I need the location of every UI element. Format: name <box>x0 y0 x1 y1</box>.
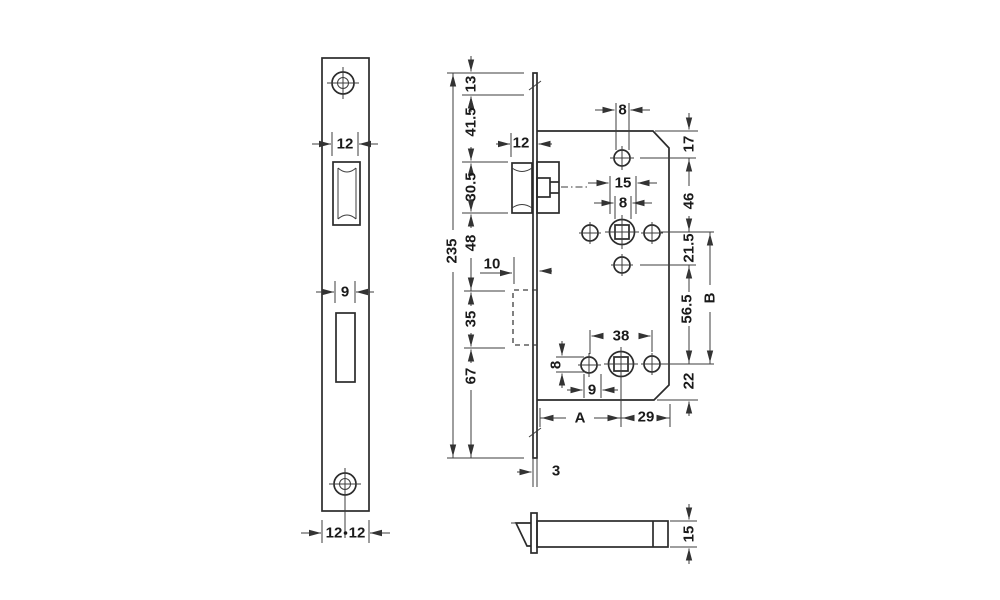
side-latch-housing <box>536 161 589 214</box>
front-plate-width-dim: 12 12 <box>301 520 390 543</box>
dim-label-17: 17 <box>681 136 698 153</box>
dim-label-hole-span: 38 <box>613 328 630 345</box>
dim-label-latch-height: 15 <box>681 526 698 543</box>
case-bottom-dim: A 29 <box>539 404 671 427</box>
dim-hole-span-38: 38 <box>589 328 653 354</box>
dim-aux-hole-offset: 9 <box>567 374 618 399</box>
dim-label-aux-hole-offset: 9 <box>588 382 596 399</box>
dim-deadbolt-projection: 10 <box>480 256 552 284</box>
dim-label-follower-dia: 15 <box>615 175 632 192</box>
case-lower-follower <box>604 347 714 427</box>
front-top-screw-hole <box>327 67 359 99</box>
dim-chain-35: 35 <box>463 292 480 347</box>
case-right-dim-chain: 17 46 21.5 56.5 22 B <box>655 113 719 416</box>
dim-follower-dia: 15 <box>588 175 657 214</box>
side-deadbolt-extended-dashed <box>512 289 537 346</box>
dim-follower-square: 8 <box>594 195 652 219</box>
lock-side-view: 10 12 3 <box>444 56 589 487</box>
latch-bolt-section-view: 15 <box>511 504 698 564</box>
dim-top-hole-dia: 8 <box>595 102 650 150</box>
latch-bevel-tip <box>511 522 531 547</box>
front-latch-opening <box>332 161 361 226</box>
dim-faceplate-thickness: 3 <box>517 458 560 487</box>
dim-label-follower-square: 8 <box>619 195 627 212</box>
dim-label-aux-hole-dia: 8 <box>548 361 565 369</box>
chain-extension-lines <box>447 72 524 459</box>
dim-label-plate-thickness: 3 <box>552 463 560 480</box>
latch-body <box>536 520 669 548</box>
front-latch-width-dim: 12 <box>312 132 378 156</box>
dim-label-22: 22 <box>681 373 698 390</box>
dim-label-bolt-projection: 10 <box>484 256 501 273</box>
dim-label-67: 67 <box>463 368 480 385</box>
lock-case-view: 8 15 <box>537 102 719 427</box>
dim-label-46: 46 <box>681 193 698 210</box>
dim-aux-hole-dia: 8 <box>548 341 587 388</box>
dim-chain-48: 48 <box>463 214 480 291</box>
dim-label-front-bolt-width: 9 <box>341 284 349 301</box>
dim-label-21-5: 21.5 <box>681 233 698 262</box>
dim-label-48: 48 <box>463 235 480 252</box>
dim-label-35: 35 <box>463 311 480 328</box>
case-aux-hole <box>578 353 601 377</box>
dim-label-56-5: 56.5 <box>679 294 696 323</box>
center-dot <box>343 531 348 535</box>
dim-label-latch-projection: 12 <box>513 135 530 152</box>
dim-latch-height: 15 <box>670 504 698 564</box>
dim-label-front-width-right: 12 <box>349 525 366 542</box>
front-bolt-opening <box>335 312 356 383</box>
front-bolt-width-dim: 9 <box>316 281 374 303</box>
faceplate-front-view: 12 9 <box>301 57 390 543</box>
dim-total-length: 235 <box>444 73 461 458</box>
side-faceplate-edge <box>528 72 542 459</box>
case-top-hole <box>610 146 696 170</box>
latch-faceplate-section <box>530 512 538 554</box>
dim-label-B: B <box>702 292 719 303</box>
dim-label-total-length: 235 <box>444 238 461 263</box>
dim-label-29: 29 <box>638 409 655 426</box>
side-latch-bolt <box>511 162 533 214</box>
dim-label-front-latch-width: 12 <box>337 136 354 153</box>
dim-label-front-width-left: 12 <box>326 525 343 542</box>
case-follower-side-holes <box>579 222 663 244</box>
dim-chain-30-5: 30.5 <box>463 163 480 212</box>
dim-label-30-5: 30.5 <box>463 172 480 201</box>
dim-chain-41-5: 41.5 <box>463 96 480 161</box>
dim-chain-67: 67 <box>463 349 480 458</box>
dim-label-backset-A: A <box>575 410 586 427</box>
dim-latch-projection: 12 <box>496 133 552 157</box>
dim-label-13: 13 <box>463 76 480 93</box>
case-mid-hole <box>611 254 696 276</box>
dim-label-top-hole-dia: 8 <box>618 102 626 119</box>
case-outline <box>537 130 670 401</box>
case-lower-side-hole <box>641 353 663 375</box>
dim-label-41-5: 41.5 <box>463 107 480 136</box>
case-follower <box>605 215 714 249</box>
